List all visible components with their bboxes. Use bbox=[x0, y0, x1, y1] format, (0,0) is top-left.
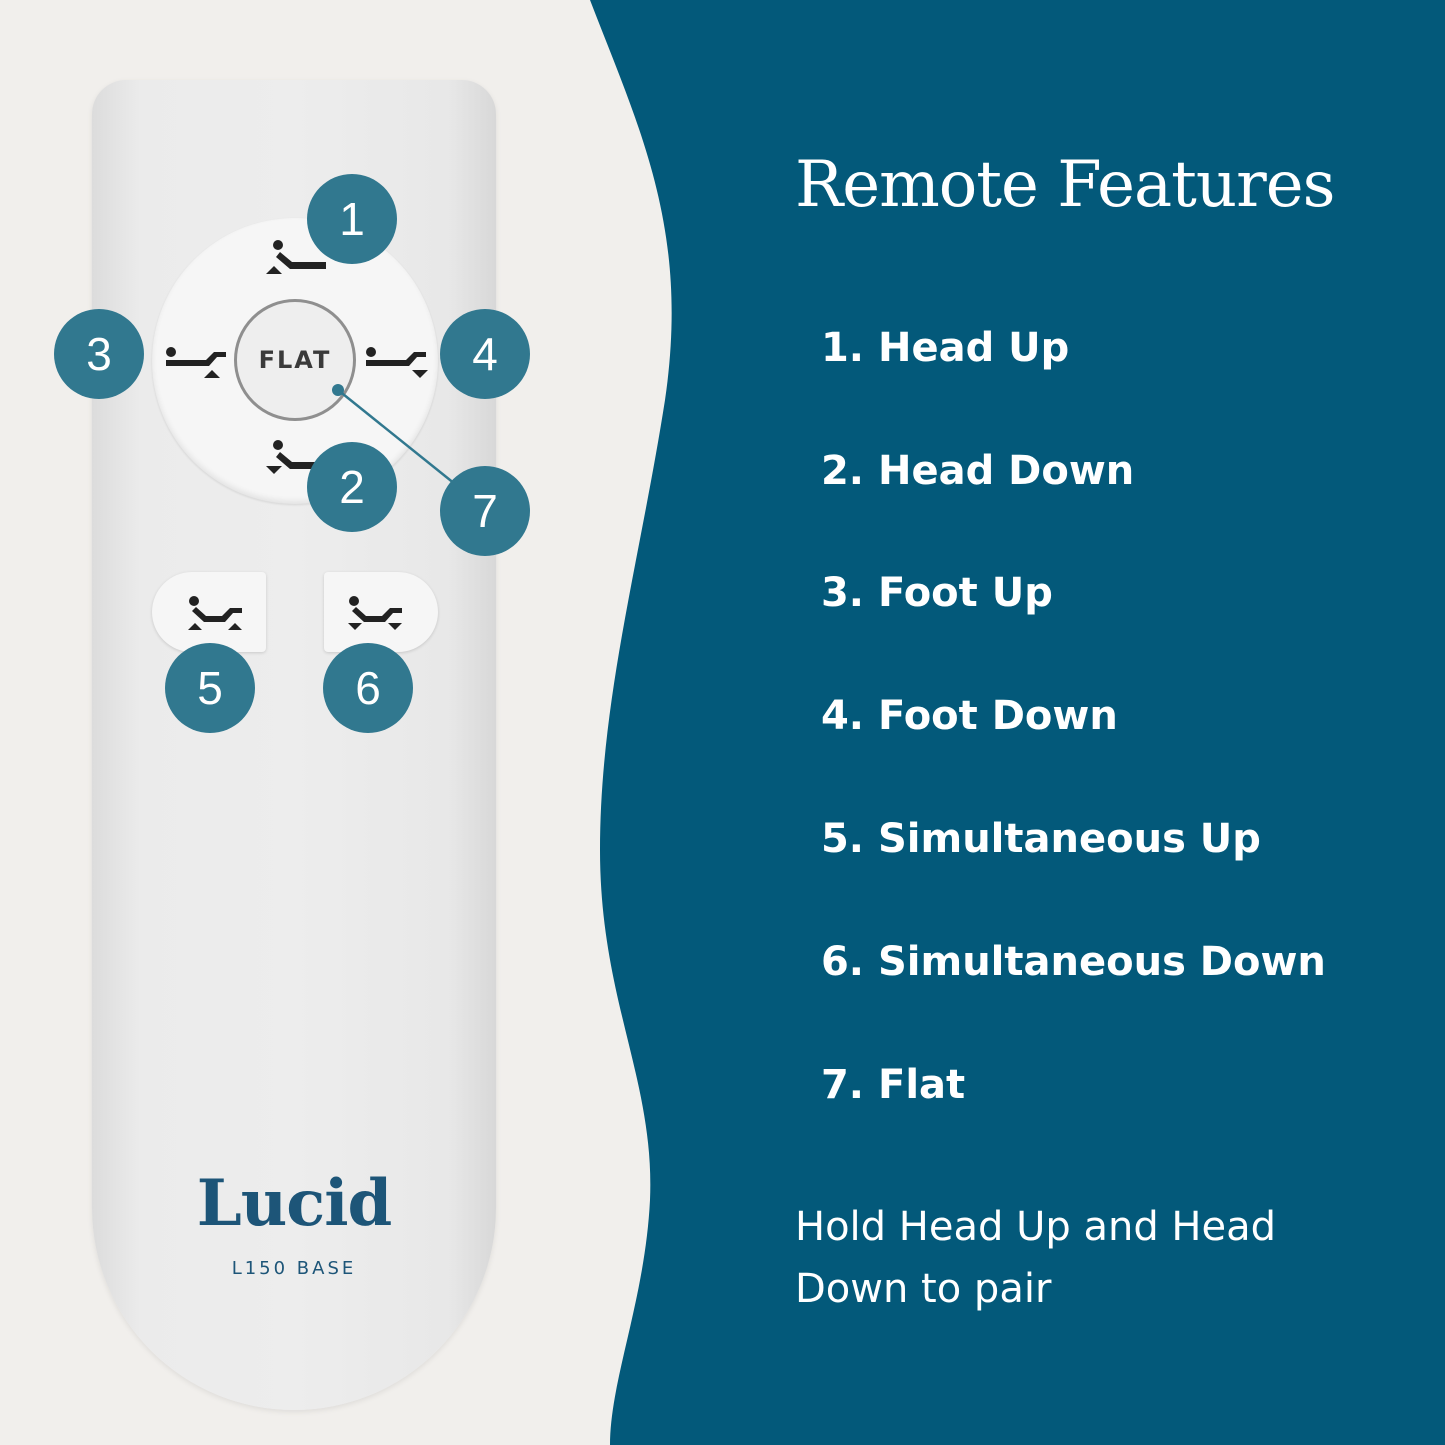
flat-button[interactable]: FLAT bbox=[234, 299, 356, 421]
feature-label: Head Up bbox=[878, 325, 1070, 371]
flat-label: FLAT bbox=[258, 346, 332, 374]
simultaneous-down-icon bbox=[348, 596, 402, 630]
feature-item: 6. Simultaneous Down bbox=[800, 927, 1326, 997]
feature-label: Simultaneous Down bbox=[878, 939, 1326, 985]
feature-item: 3. Foot Up bbox=[800, 558, 1053, 628]
badge-5: 5 bbox=[165, 643, 255, 733]
pairing-note: Hold Head Up and Head Down to pair bbox=[795, 1204, 1277, 1312]
feature-number: 5. bbox=[820, 816, 864, 862]
badge-1: 1 bbox=[307, 174, 397, 264]
foot-down-icon[interactable] bbox=[362, 344, 430, 380]
feature-label: Head Down bbox=[878, 448, 1135, 494]
brand-logo: Lucid bbox=[196, 1166, 393, 1241]
feature-item: 4. Foot Down bbox=[800, 681, 1118, 751]
feature-number: 6. bbox=[820, 939, 864, 985]
feature-number: 4. bbox=[820, 693, 864, 739]
badge-2: 2 bbox=[307, 442, 397, 532]
foot-up-icon[interactable] bbox=[162, 344, 230, 380]
feature-number: 1. bbox=[820, 325, 864, 371]
badge-4: 4 bbox=[440, 309, 530, 399]
feature-label: Foot Down bbox=[878, 693, 1118, 739]
simultaneous-up-icon bbox=[188, 596, 242, 630]
feature-label: Flat bbox=[878, 1062, 966, 1108]
simultaneous-up-button[interactable] bbox=[152, 572, 266, 652]
feature-label: Simultaneous Up bbox=[878, 816, 1261, 862]
feature-item: 1. Head Up bbox=[800, 313, 1069, 383]
simultaneous-down-button[interactable] bbox=[324, 572, 438, 652]
feature-number: 7. bbox=[820, 1062, 864, 1108]
badge-7: 7 bbox=[440, 466, 530, 556]
badge-6: 6 bbox=[323, 643, 413, 733]
feature-number: 3. bbox=[820, 570, 864, 616]
feature-label: Foot Up bbox=[878, 570, 1053, 616]
page-title: Remote Features bbox=[795, 148, 1335, 222]
model-label: L150 BASE bbox=[231, 1258, 357, 1279]
badge-3: 3 bbox=[54, 309, 144, 399]
feature-item: 7. Flat bbox=[800, 1050, 965, 1120]
feature-item: 5. Simultaneous Up bbox=[800, 804, 1261, 874]
feature-item: 2. Head Down bbox=[800, 436, 1134, 506]
head-up-icon[interactable] bbox=[262, 238, 328, 278]
feature-number: 2. bbox=[820, 448, 864, 494]
